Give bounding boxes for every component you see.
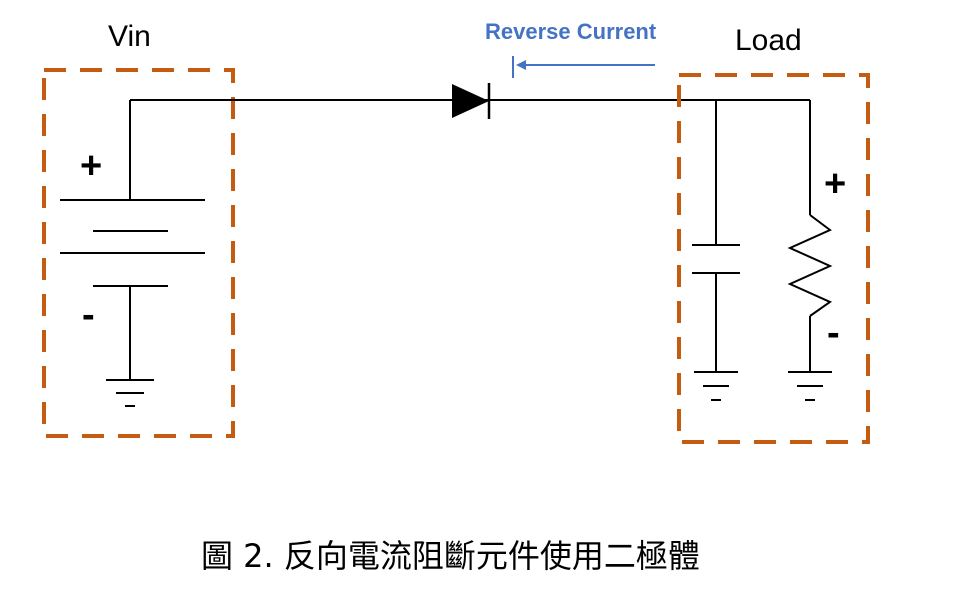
source-dashed-box xyxy=(42,68,235,438)
figure-caption: 圖 2. 反向電流阻斷元件使用二極體 xyxy=(201,537,700,575)
load-plus-sign: + xyxy=(824,163,846,205)
load-minus-sign: - xyxy=(827,312,840,354)
reverse-current-arrow xyxy=(512,56,655,78)
source-ground-symbol xyxy=(106,379,154,407)
load-label: Load xyxy=(735,24,802,57)
source-minus-sign: - xyxy=(82,294,95,336)
source-plus-sign: + xyxy=(80,145,102,187)
reverse-current-label: Reverse Current xyxy=(485,19,657,44)
resistor-symbol xyxy=(787,100,833,372)
diode-symbol xyxy=(452,83,491,119)
load-dashed-box xyxy=(677,73,870,444)
resistor-ground-symbol xyxy=(788,371,832,401)
capacitor-ground-symbol xyxy=(694,371,738,401)
battery-symbol xyxy=(60,100,205,380)
source-label: Vin xyxy=(108,20,151,53)
capacitor-symbol xyxy=(692,100,740,372)
